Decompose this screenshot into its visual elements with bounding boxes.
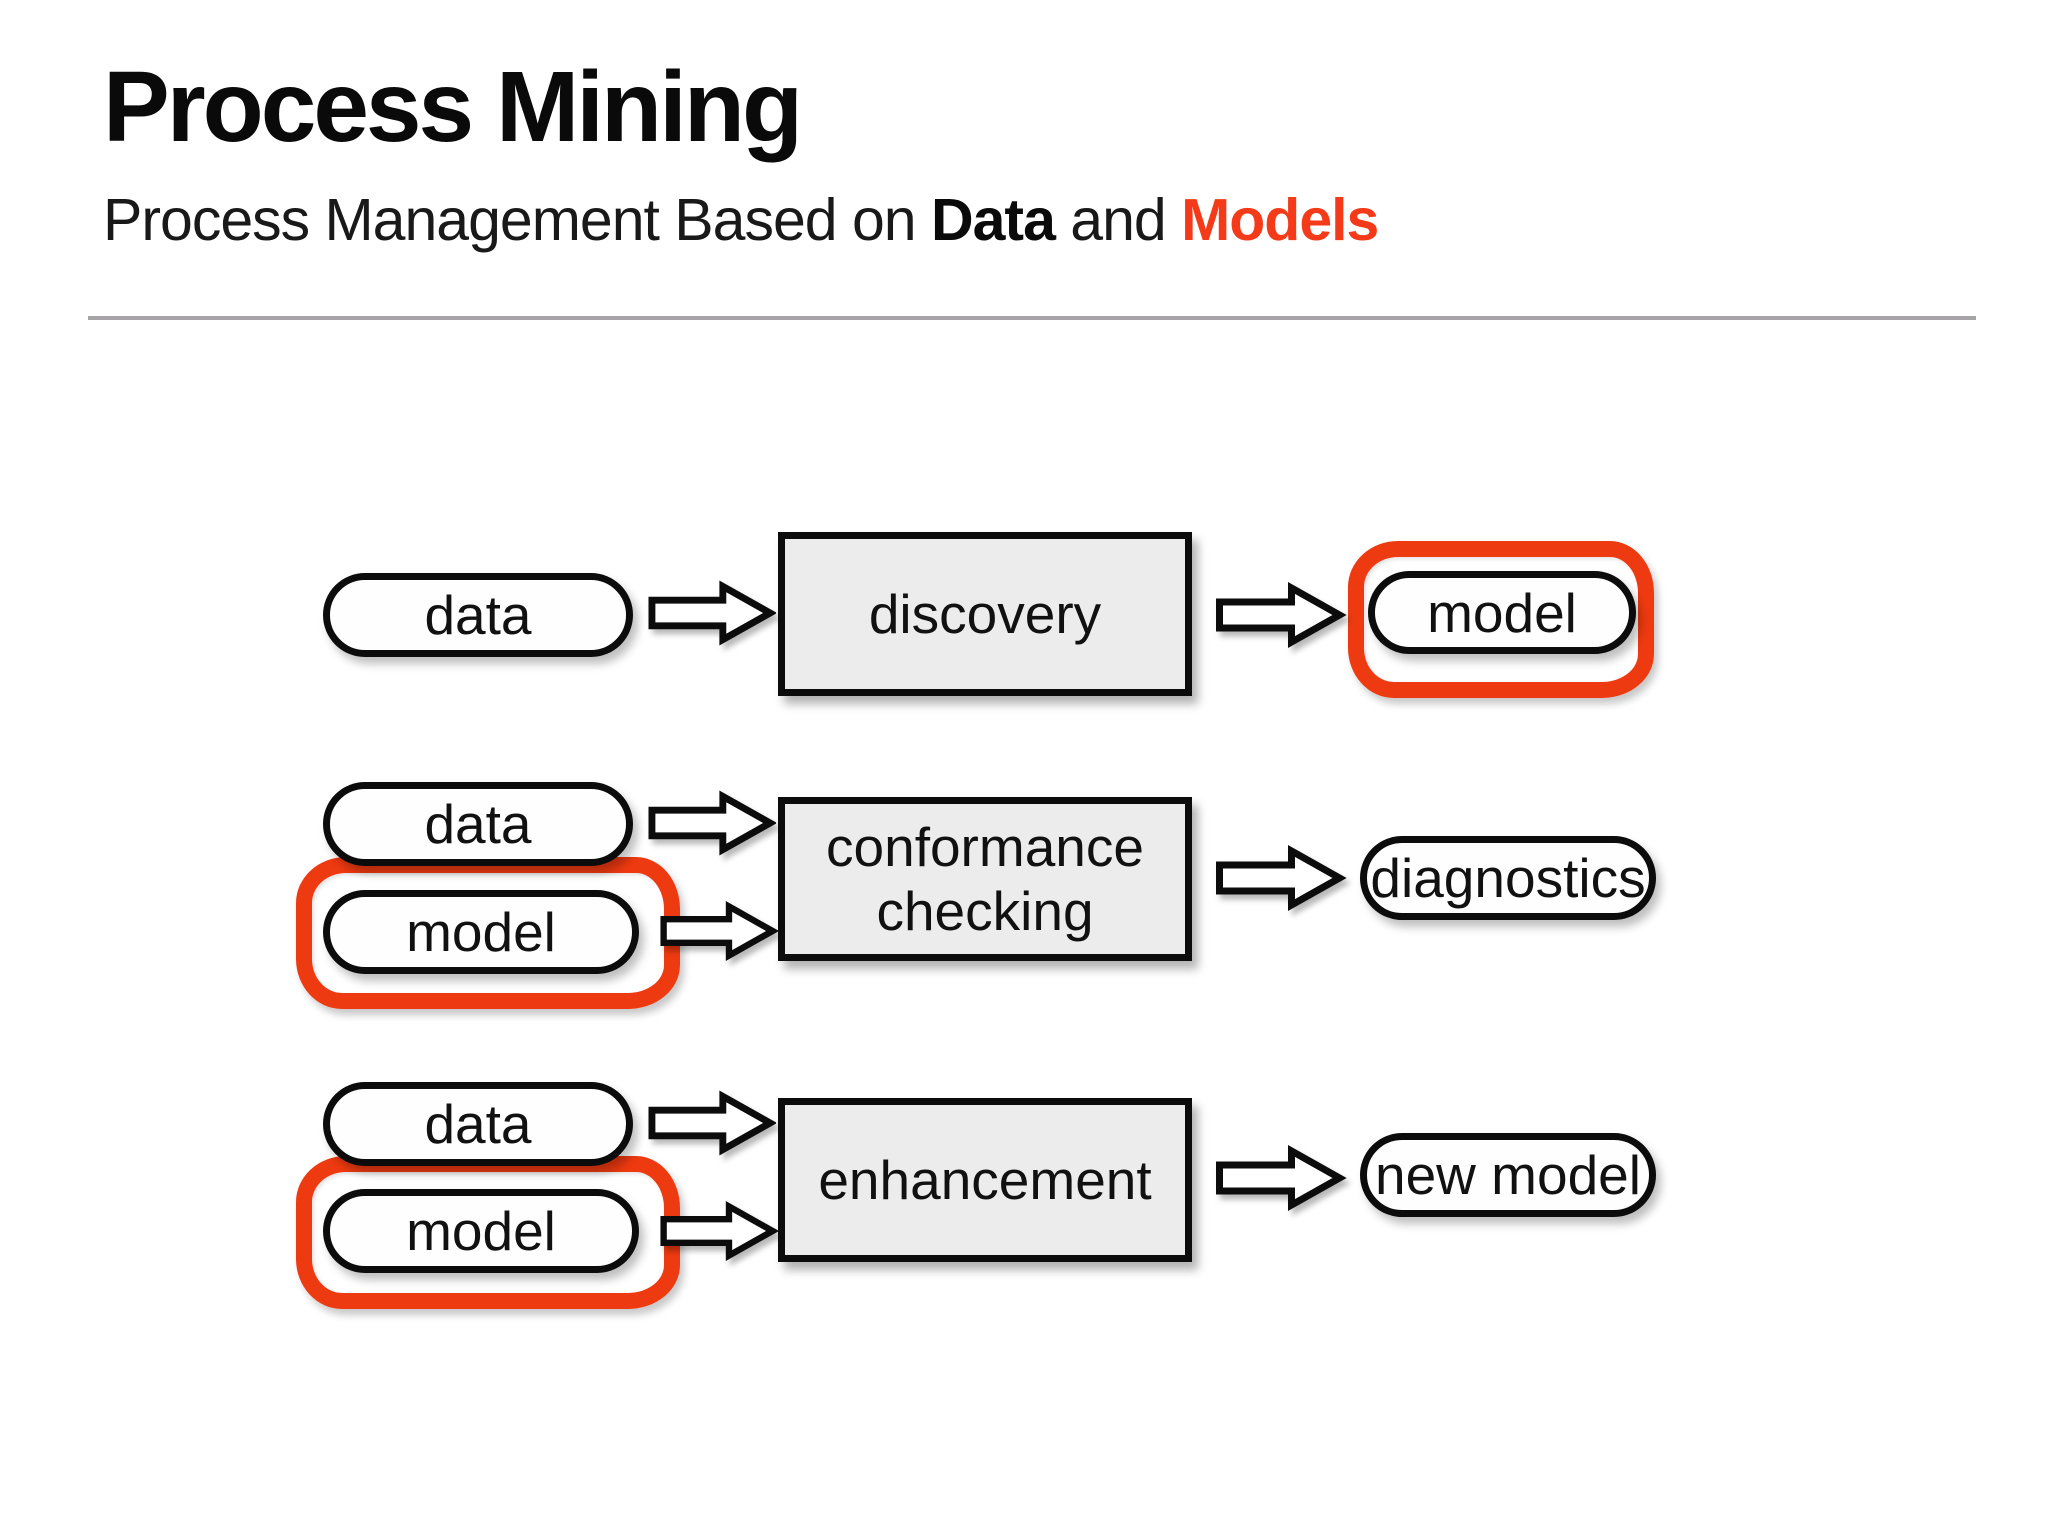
pill-label: diagnostics xyxy=(1370,847,1646,909)
pill-model-row2: model xyxy=(323,890,639,974)
process-box-conformance-checking: conformance checking xyxy=(778,797,1192,961)
process-label: conformance checking xyxy=(826,815,1144,942)
pill-label: data xyxy=(424,793,532,855)
pill-diagnostics: diagnostics xyxy=(1360,836,1656,920)
pill-model-row1: model xyxy=(1368,571,1636,654)
subtitle-models-word: Models xyxy=(1181,187,1379,253)
flow-arrow-icon xyxy=(648,1090,776,1156)
flow-arrow-icon xyxy=(1213,582,1348,648)
process-label: discovery xyxy=(868,582,1102,645)
flow-arrow-icon xyxy=(1213,845,1348,911)
flow-arrow-icon xyxy=(648,580,776,646)
pill-label: model xyxy=(1427,581,1577,644)
pill-label: model xyxy=(406,901,556,963)
pill-data-row2: data xyxy=(323,782,633,866)
subtitle-prefix: Process Management Based on xyxy=(103,187,931,253)
flow-arrow-icon xyxy=(660,1198,778,1264)
page-title: Process Mining xyxy=(103,51,803,163)
pill-data-row3: data xyxy=(323,1082,633,1166)
process-box-enhancement: enhancement xyxy=(778,1098,1192,1262)
divider xyxy=(88,316,1976,320)
pill-label: model xyxy=(406,1200,556,1262)
flow-arrow-icon xyxy=(648,790,776,856)
pill-label: data xyxy=(424,584,532,646)
pill-data-row1: data xyxy=(323,573,633,657)
subtitle-middle: and xyxy=(1054,187,1182,253)
highlight-marker-box xyxy=(1348,541,1654,698)
page-subtitle: Process Management Based on Data and Mod… xyxy=(103,187,1379,253)
pill-label: data xyxy=(424,1093,532,1155)
pill-label: new model xyxy=(1375,1144,1641,1206)
flow-arrow-icon xyxy=(1213,1145,1348,1211)
pill-new-model: new model xyxy=(1360,1133,1656,1217)
subtitle-data-word: Data xyxy=(931,187,1056,253)
process-box-discovery: discovery xyxy=(778,532,1192,696)
process-label: enhancement xyxy=(818,1148,1152,1211)
flow-arrow-icon xyxy=(660,898,778,964)
pill-model-row3: model xyxy=(323,1189,639,1273)
